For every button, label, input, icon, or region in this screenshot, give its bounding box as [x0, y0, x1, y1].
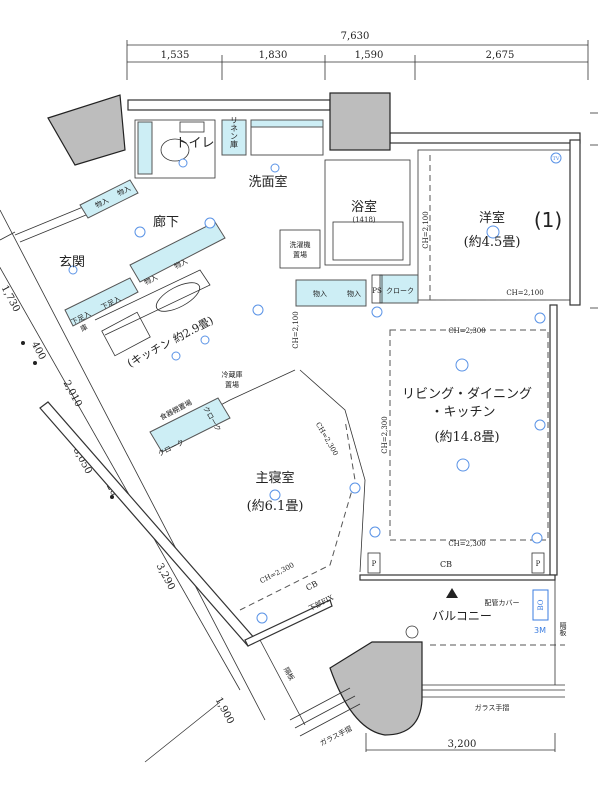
ceiling-height-bedroom: CH=2,300 — [259, 561, 296, 585]
top-dimensions: 7,630 1,535 1,830 1,590 2,675 — [126, 31, 598, 309]
bo-box — [532, 589, 549, 621]
label-pipe-cover: 配管カバー — [485, 598, 520, 607]
tv-outlet-icon — [550, 152, 562, 164]
outlet-icon — [534, 312, 546, 324]
label-shoe-box-3: 庫 — [79, 322, 89, 333]
light-icon — [269, 489, 281, 501]
label-bo: BO — [537, 599, 545, 610]
label-laundry-1: 洗濯機 — [290, 240, 311, 249]
label-laundry-2: 置場 — [293, 250, 307, 259]
storage-units — [64, 179, 419, 453]
dim-left-1730: 1,730 — [0, 284, 22, 314]
label-linen: リネン庫 — [230, 116, 239, 149]
light-icon — [171, 351, 181, 361]
label-bath-size: (1418) — [352, 216, 376, 224]
dim-top-4: 2,675 — [486, 50, 515, 61]
dim-top-2: 1,830 — [259, 50, 288, 61]
label-pipe-space-2: P — [536, 560, 541, 568]
light-icon — [252, 304, 264, 316]
outlet-icon — [531, 532, 543, 544]
outlet-icon — [369, 526, 381, 538]
dim-top-3: 1,590 — [355, 50, 384, 61]
fixtures — [68, 152, 562, 624]
light-icon — [68, 265, 78, 275]
label-partition-left: 隔板 — [282, 665, 297, 682]
cb-marker-icon — [446, 588, 458, 598]
label-balcony: バルコニー — [432, 609, 492, 623]
label-western-room: 洋室 — [479, 210, 505, 226]
label-fridge-2: 置場 — [225, 380, 239, 389]
label-monoire-6: 物入 — [347, 289, 361, 298]
light-icon — [200, 335, 210, 345]
dim-left-2010: 2,010 — [61, 379, 84, 409]
label-closet-1: クローク — [386, 287, 414, 295]
label-western-room-size: (約4.5畳) — [464, 235, 521, 250]
label-hallway: 廊下 — [153, 214, 179, 230]
label-entrance: 玄関 — [59, 255, 85, 270]
label-master-bedroom-size: (約6.1畳) — [247, 499, 304, 514]
column-balcony — [329, 641, 423, 736]
dim-balcony-width: 3,200 — [448, 739, 477, 750]
column-top-left — [47, 94, 126, 166]
label-pipe-space-1: P — [372, 560, 377, 568]
light-icon — [270, 163, 280, 173]
label-ldk-2: ・キッチン — [430, 405, 495, 420]
light-icon — [456, 458, 470, 472]
column-top-center — [329, 92, 391, 151]
outlet-icon — [534, 419, 546, 431]
label-cb-ldk: CB — [440, 560, 452, 569]
ceiling-height-ldk-top: CH=2,300 — [448, 327, 485, 335]
label-3m: 3M — [534, 626, 546, 635]
label-tv: TV — [553, 156, 560, 162]
light-icon — [134, 226, 146, 238]
label-toilet: トイレ — [175, 136, 214, 151]
dim-total-width: 7,630 — [341, 31, 370, 42]
ceiling-height-bedroom-side: CH=2,300 — [314, 421, 340, 457]
dim-left-3290: 3,290 — [154, 562, 177, 592]
light-icon — [455, 358, 469, 372]
light-icon — [486, 225, 500, 239]
outlet-icon — [371, 306, 383, 318]
label-ldk-1: リビング・ダイニング — [402, 387, 532, 402]
label-partition-right: 隔板 — [559, 621, 567, 637]
label-glass-rail-left: ガラス手摺 — [318, 724, 353, 748]
label-bath: 浴室 — [351, 199, 377, 215]
dim-top-1: 1,535 — [161, 50, 190, 61]
label-ps: PS — [372, 287, 382, 295]
label-ldk-size: (約14.8畳) — [434, 430, 499, 445]
label-cb-bedroom: CB — [304, 579, 319, 593]
outlet-icon — [349, 482, 361, 494]
ceiling-height-hall: CH=2,100 — [292, 311, 300, 348]
label-master-bedroom: 主寝室 — [255, 470, 294, 486]
label-fridge-1: 冷蔵庫 — [222, 370, 243, 379]
balcony-rails — [259, 580, 565, 752]
dim-left-400: 400 — [29, 340, 48, 362]
dim-left-1900: 1,900 — [213, 696, 236, 726]
outlet-icon — [256, 612, 268, 624]
label-monoire-5: 物入 — [313, 289, 327, 298]
label-washroom: 洗面室 — [248, 174, 287, 190]
light-icon — [178, 158, 188, 168]
walls — [0, 99, 581, 647]
label-unit-number: (1) — [534, 208, 562, 232]
room-outlines — [94, 119, 571, 611]
label-glass-rail-right: ガラス手摺 — [475, 703, 510, 712]
ceiling-height-ldk-bottom: CH=2,300 — [448, 540, 485, 548]
ceiling-height-ldk-left: CH=2,300 — [381, 416, 389, 453]
light-icon — [204, 217, 216, 229]
ceiling-height-western: CH=2,100 — [506, 289, 543, 297]
ceiling-height-western-v: CH=2,100 — [422, 211, 430, 248]
